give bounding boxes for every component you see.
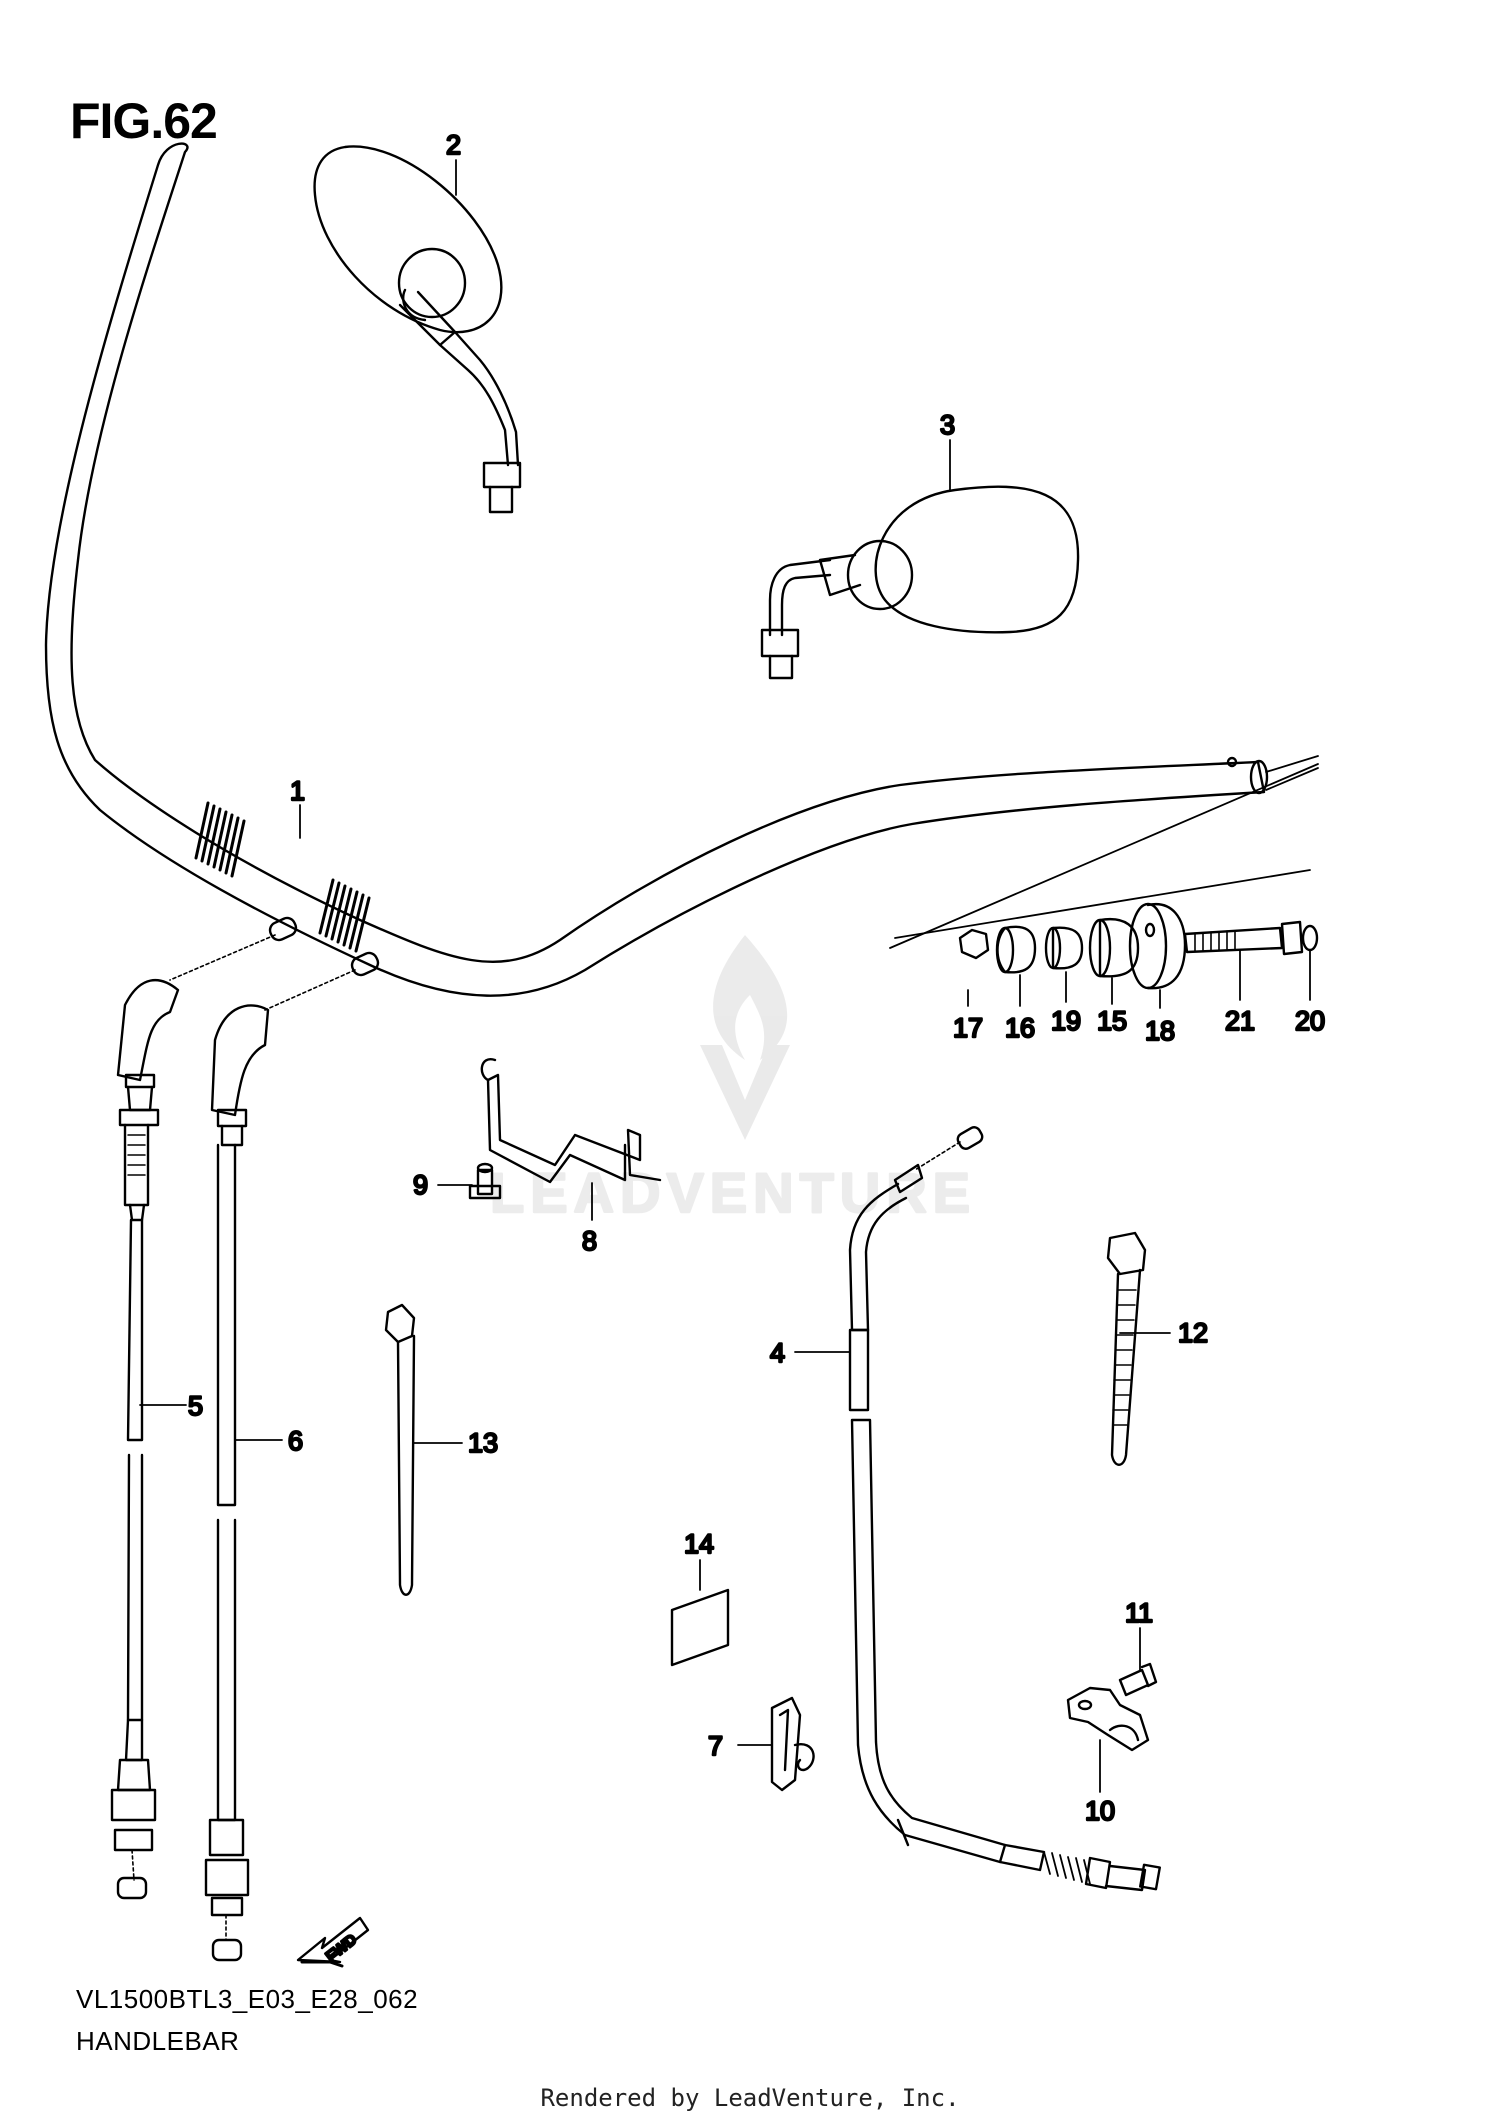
- mirror-left: [313, 145, 522, 514]
- clutch-cable-4: [848, 1126, 1161, 1892]
- callout-10: 10: [1085, 1796, 1115, 1826]
- callout-8: 8: [582, 1226, 597, 1256]
- callout-1: 1: [290, 776, 305, 806]
- leader-lines: [139, 159, 1311, 1793]
- callout-18: 18: [1145, 1016, 1175, 1046]
- handlebar: [44, 142, 1319, 997]
- callout-20: 20: [1295, 1006, 1325, 1036]
- bolt-21: [1183, 926, 1284, 954]
- callout-17: 17: [953, 1013, 983, 1043]
- label-14: [670, 1588, 730, 1667]
- callout-5: 5: [188, 1391, 203, 1421]
- spacer-16: [996, 925, 1037, 974]
- model-code: VL1500BTL3_E03_E28_062: [76, 1984, 419, 2014]
- weight-18: [1146, 902, 1187, 990]
- fwd-arrow-icon: [296, 1916, 370, 1968]
- callout-19: 19: [1051, 1006, 1081, 1036]
- callout-4: 4: [770, 1338, 785, 1368]
- callout-12: 12: [1178, 1318, 1208, 1348]
- callout-14: 14: [684, 1529, 714, 1559]
- section-title: HANDLEBAR: [76, 2026, 240, 2056]
- throttle-cable-6: [204, 951, 380, 1962]
- clamp-7: [770, 1696, 815, 1792]
- throttle-cable-5: [110, 916, 298, 1900]
- bolt-9: [468, 1162, 502, 1200]
- watermark-logo: [700, 935, 790, 1140]
- grip-band-right: [318, 878, 371, 953]
- washer-20: [1301, 924, 1319, 952]
- fig-title: FIG.62: [70, 93, 218, 149]
- callout-15: 15: [1097, 1006, 1127, 1036]
- spacer-15: [1098, 917, 1140, 978]
- callout-13: 13: [468, 1428, 498, 1458]
- clamp-8: [480, 1058, 662, 1184]
- grip-band-left: [194, 801, 246, 878]
- clamp-10: [1066, 1686, 1150, 1752]
- cable-tie-12: [1106, 1231, 1147, 1466]
- render-credit: Rendered by LeadVenture, Inc.: [540, 2084, 960, 2112]
- mirror-right: [760, 485, 1080, 680]
- callout-6: 6: [288, 1426, 303, 1456]
- callout-2: 2: [446, 130, 461, 160]
- nut-17: [958, 928, 990, 960]
- watermark-text: LEADVENTURE: [490, 1161, 976, 1224]
- callout-7: 7: [708, 1731, 723, 1761]
- callout-11: 11: [1125, 1598, 1153, 1628]
- cable-tie-13: [384, 1303, 416, 1596]
- callout-3: 3: [940, 410, 955, 440]
- balancer-assembly: [894, 869, 1319, 990]
- callout-9: 9: [413, 1170, 428, 1200]
- spacer-19: [1051, 926, 1084, 970]
- bolt-11: [1118, 1662, 1158, 1697]
- callout-21: 21: [1225, 1006, 1255, 1036]
- callout-16: 16: [1005, 1013, 1035, 1043]
